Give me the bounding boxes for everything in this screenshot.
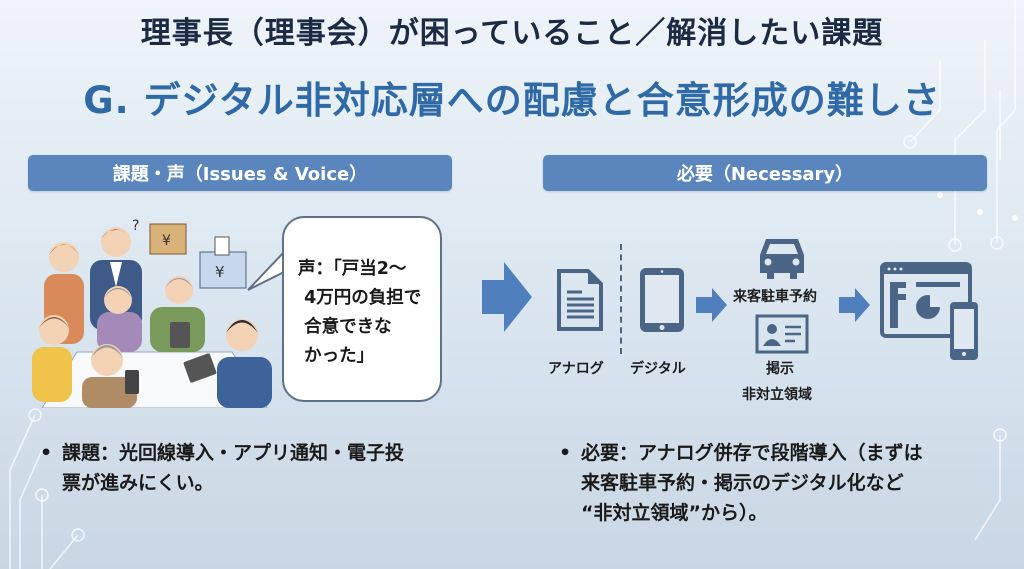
tablet-device-icon bbox=[183, 353, 217, 383]
person-elderly-man-vest bbox=[150, 276, 205, 352]
svg-text:¥: ¥ bbox=[162, 233, 171, 249]
person-woman-yellow bbox=[32, 315, 72, 402]
notice-board-label: 掲示 bbox=[766, 361, 794, 377]
small-right-arrow-icon bbox=[839, 288, 870, 322]
page-title: 理事長（理事会）が困っていること／解消したい課題 bbox=[140, 16, 884, 51]
question-mark: ? bbox=[132, 218, 139, 234]
money-box-icon: ¥ bbox=[149, 223, 187, 255]
section-header-issues-voice: 課題・声（Issues & Voice） bbox=[28, 155, 452, 191]
parking-reservation-label: 来客駐車予約 bbox=[733, 289, 817, 305]
bullet-dot: • bbox=[559, 442, 572, 464]
web-dashboard-and-phone-icon bbox=[880, 262, 978, 360]
speech-bubble-text: 声：「戸当2〜 4万円の負担で 合意できな かった」 bbox=[298, 259, 422, 366]
smartphone-icon bbox=[125, 370, 139, 394]
digital-label: デジタル bbox=[630, 361, 686, 377]
section-header-necessary: 必要（Necessary） bbox=[543, 155, 987, 191]
speech-bubble-tail bbox=[247, 250, 286, 291]
residents-meeting-illustration: ? ¥ ¥ bbox=[32, 218, 272, 408]
svg-text:¥: ¥ bbox=[215, 263, 225, 281]
analog-digital-divider bbox=[620, 244, 622, 354]
right-arrow-icon bbox=[482, 262, 532, 332]
person-elderly-woman bbox=[97, 286, 142, 352]
car-icon bbox=[760, 239, 804, 279]
necessary-bullet: • 必要：アナログ併存で段階導入（まずは 来客駐車予約・掲示のデジタル化など “… bbox=[559, 438, 923, 528]
page-subtitle: G. デジタル非対応層への配慮と合意形成の難しさ bbox=[83, 79, 941, 122]
document-icon bbox=[557, 269, 603, 331]
bullet-dot: • bbox=[40, 442, 53, 464]
issue-bullet-text: 課題：光回線導入・アプリ通知・電子投 票が進みにくい。 bbox=[62, 442, 405, 494]
analog-label: アナログ bbox=[548, 361, 604, 377]
necessary-bullet-text: 必要：アナログ併存で段階導入（まずは 来客駐車予約・掲示のデジタル化など “非対… bbox=[581, 442, 923, 524]
non-conflict-area-label: 非対立領域 bbox=[742, 387, 812, 403]
id-card-notice-icon bbox=[755, 314, 809, 354]
speech-bubble bbox=[282, 216, 442, 402]
person-elderly-woman-front bbox=[82, 344, 139, 408]
small-right-arrow-icon bbox=[696, 288, 727, 322]
issue-bullet: • 課題：光回線導入・アプリ通知・電子投 票が進みにくい。 bbox=[40, 438, 405, 498]
ballot-box-icon: ¥ bbox=[199, 236, 247, 289]
person-man-with-tablet bbox=[183, 319, 272, 408]
tablet-icon bbox=[640, 268, 684, 332]
